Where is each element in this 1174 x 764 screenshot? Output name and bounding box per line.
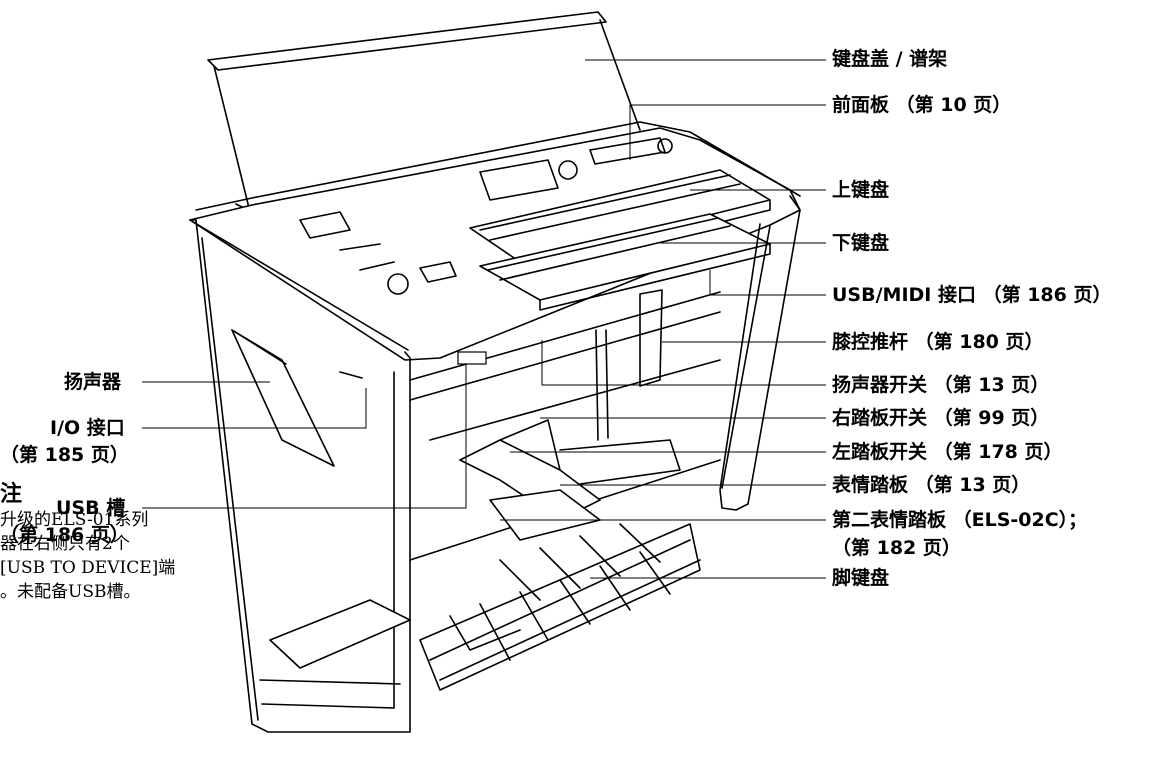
label-second-expression: 第二表情踏板 （ELS-02C）； — [832, 509, 1088, 531]
note-line: 器在右侧只有2个 — [0, 534, 130, 554]
label-lower-keyboard: 下键盘 — [832, 232, 890, 254]
label-knee-lever: 膝控推杆 （第 180 页） — [832, 331, 1044, 353]
note-line: [USB TO DEVICE]端 — [0, 558, 176, 578]
label-cover: 键盘盖 / 谱架 — [832, 48, 948, 70]
leader-usb-slot — [142, 362, 467, 509]
front-panel-shape — [299, 137, 673, 295]
leader-lines — [142, 59, 826, 579]
note-title: 注 — [0, 482, 23, 507]
lower-keys — [479, 213, 771, 311]
label-right-footswitch: 右踏板开关 （第 99 页） — [832, 407, 1050, 429]
left-side — [189, 219, 411, 733]
label-left-footswitch: 左踏板开关 （第 178 页） — [832, 441, 1063, 463]
label-front-panel: 前面板 （第 10 页） — [832, 94, 1012, 116]
label-io: I/O 接口 — [50, 417, 125, 439]
label-speaker: 扬声器 — [64, 371, 122, 393]
label-expression-pedal: 表情踏板 （第 13 页） — [832, 474, 1031, 496]
pedalboard-shape — [419, 523, 701, 691]
label-second-expression-page: （第 182 页） — [832, 537, 961, 559]
note-line: 。未配备USB槽。 — [0, 582, 141, 602]
label-usb-midi: USB/MIDI 接口 （第 186 页） — [832, 284, 1112, 306]
right-side — [639, 195, 801, 511]
note-line: 升级的ELS-01系列 — [0, 510, 149, 530]
leader-usb-midi — [709, 270, 826, 296]
leader-front-panel — [629, 104, 826, 160]
leader-io — [142, 388, 367, 429]
label-pedalboard: 脚键盘 — [832, 567, 890, 589]
leader-speaker-switch — [541, 340, 826, 386]
label-usb-slot: USB 槽 — [56, 497, 126, 519]
label-upper-keyboard: 上键盘 — [832, 179, 890, 201]
label-speaker-switch: 扬声器开关 （第 13 页） — [832, 374, 1050, 396]
label-usb-slot-page: （第 186 页） — [0, 524, 129, 546]
label-io-page: （第 185 页） — [0, 444, 129, 466]
note-text: 升级的ELS-01系列 器在右侧只有2个 [USB TO DEVICE]端 。未… — [0, 508, 215, 604]
usb-slot-shape — [457, 351, 487, 365]
music-rest — [207, 11, 641, 213]
expression-pedals — [459, 419, 681, 541]
